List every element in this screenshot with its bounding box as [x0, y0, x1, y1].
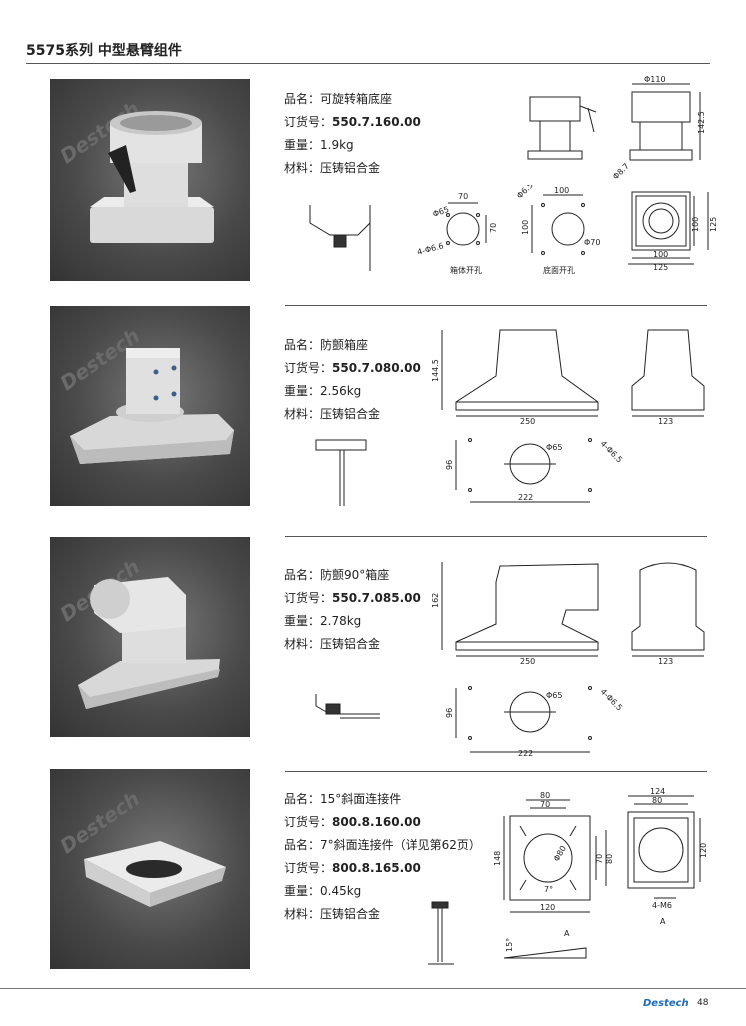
product-photo-4: Destech	[50, 769, 250, 969]
order-number: 550.7.080.00	[332, 361, 421, 375]
view-label-a: A	[660, 917, 666, 926]
dim-h1425: 142.5	[697, 111, 706, 134]
order-label: 订货号：	[284, 115, 333, 129]
product-photo-1: Destech	[50, 79, 250, 281]
order-label: 订货号：	[284, 591, 333, 605]
dim-w222: 222	[518, 749, 533, 758]
dim-d65: Φ65	[546, 691, 562, 700]
caption-box-hole: 箱体开孔	[450, 265, 482, 275]
product-name: 品名：15°斜面连接件	[284, 792, 402, 806]
dim-w222: 222	[518, 493, 533, 502]
dim-w80: 80	[540, 791, 550, 800]
dim-d65: Φ65	[546, 443, 562, 452]
dim-h100: 100	[521, 220, 530, 235]
dim-w120: 120	[540, 903, 555, 912]
dim-angle15: 15°	[505, 938, 514, 952]
drawing-rotatable-base-holes: 70 70 Φ65 4-Φ6.6 Φ6.5 100 100 Φ70 箱体开孔 底…	[309, 185, 600, 275]
product-material: 材料：压铸铝合金	[284, 637, 381, 651]
product-info-2: 品名：防颤箱座 订货号：550.7.080.00 重量：2.56kg 材料：压铸…	[284, 334, 421, 426]
order-number: 800.8.160.00	[332, 815, 421, 829]
product-weight: 重量：2.56kg	[284, 384, 362, 398]
dim-holes: 4-Φ6.5	[599, 439, 624, 464]
dim-holes: 4-Φ6.5	[599, 687, 624, 712]
product-weight: 重量：0.45kg	[284, 884, 362, 898]
dim-w100: 100	[554, 186, 569, 195]
dim-d110: Φ110	[644, 75, 666, 84]
product-material: 材料：压铸铝合金	[284, 161, 381, 175]
order-label: 订货号：	[284, 815, 333, 829]
dim-m6: 4-M6	[652, 901, 672, 910]
dim-h148: 148	[493, 851, 502, 866]
order-number: 550.7.085.00	[332, 591, 421, 605]
dim-h120: 120	[699, 843, 708, 858]
dim-d87: Φ8.7	[611, 162, 631, 182]
dim-side: 123	[658, 657, 673, 666]
dim-h96: 96	[445, 708, 454, 718]
watermark-text: Destech	[56, 786, 145, 858]
product-photo-2: Destech	[50, 306, 250, 506]
dim-height: 144.5	[431, 359, 440, 382]
dim-d80: Φ80	[552, 844, 568, 863]
caption-bottom-hole: 底面开孔	[543, 265, 575, 275]
product-name: 品名：可旋转箱底座	[284, 92, 393, 106]
dim-h70: 70	[595, 854, 604, 864]
page-title: 5575系列 中型悬臂组件	[26, 43, 182, 59]
product-info-4: 品名：15°斜面连接件 订货号：800.8.160.00 品名：7°斜面连接件（…	[284, 788, 481, 926]
dim-angle7: 7°	[544, 885, 553, 894]
order-number-2: 800.8.165.00	[332, 861, 421, 875]
product-material: 材料：压铸铝合金	[284, 907, 381, 921]
section-divider	[285, 305, 707, 306]
product-weight: 重量：2.78kg	[284, 614, 362, 628]
dim-w125: 125	[653, 263, 668, 272]
order-number: 550.7.160.00	[332, 115, 421, 129]
page-number: 48	[697, 998, 709, 1008]
dim-h100b: 100	[691, 217, 700, 232]
drawing-inclined-connector: 80 70 148 Φ80 70 80 120 7° 124 80 120 4-…	[428, 787, 708, 965]
dim-h80: 80	[605, 854, 614, 864]
brand-logo: Destech	[643, 998, 689, 1009]
dim-d65b: Φ6.5	[515, 185, 535, 200]
drawing-anti-vibration-base: 144.5 250 123 Φ65 4-Φ6.5 96 222	[315, 329, 705, 506]
dim-w124: 124	[650, 787, 665, 796]
dim-side: 123	[658, 417, 673, 426]
order-label: 订货号：	[284, 361, 333, 375]
drawing-rotatable-base-views: Φ110 142.5 Φ8.7 100 125 100 125	[527, 75, 718, 272]
section-divider	[285, 536, 707, 537]
order-label: 订货号：	[284, 861, 333, 875]
dim-w70: 70	[540, 800, 550, 809]
section-divider	[285, 771, 707, 772]
dim-h96: 96	[445, 460, 454, 470]
dim-width: 250	[520, 417, 535, 426]
product-name: 品名：防颤90°箱座	[284, 568, 390, 582]
dim-height: 162	[431, 593, 440, 608]
drawing-anti-vibration-90-base: 162 250 123 Φ65 4-Φ6.5 96 222	[315, 562, 705, 758]
dim-w100b: 100	[653, 250, 668, 259]
view-arrow-a: A	[564, 929, 570, 938]
product-name: 品名：防颤箱座	[284, 338, 369, 352]
product-photo-3: Destech	[50, 537, 250, 737]
dim-h70: 70	[489, 223, 498, 233]
dim-width: 250	[520, 657, 535, 666]
dim-w80b: 80	[652, 796, 662, 805]
product-name-2: 品名：7°斜面连接件（详见第62页）	[284, 838, 481, 852]
header-divider	[26, 63, 710, 64]
dim-d70: Φ70	[584, 238, 600, 247]
dim-hole66: 4-Φ6.6	[416, 241, 444, 257]
product-material: 材料：压铸铝合金	[284, 407, 381, 421]
product-info-1: 品名：可旋转箱底座 订货号：550.7.160.00 重量：1.9kg 材料：压…	[284, 88, 421, 180]
product-weight: 重量：1.9kg	[284, 138, 354, 152]
product-info-3: 品名：防颤90°箱座 订货号：550.7.085.00 重量：2.78kg 材料…	[284, 564, 421, 656]
dim-w70: 70	[458, 192, 468, 201]
dim-h125: 125	[709, 217, 718, 232]
footer-divider	[0, 988, 746, 989]
